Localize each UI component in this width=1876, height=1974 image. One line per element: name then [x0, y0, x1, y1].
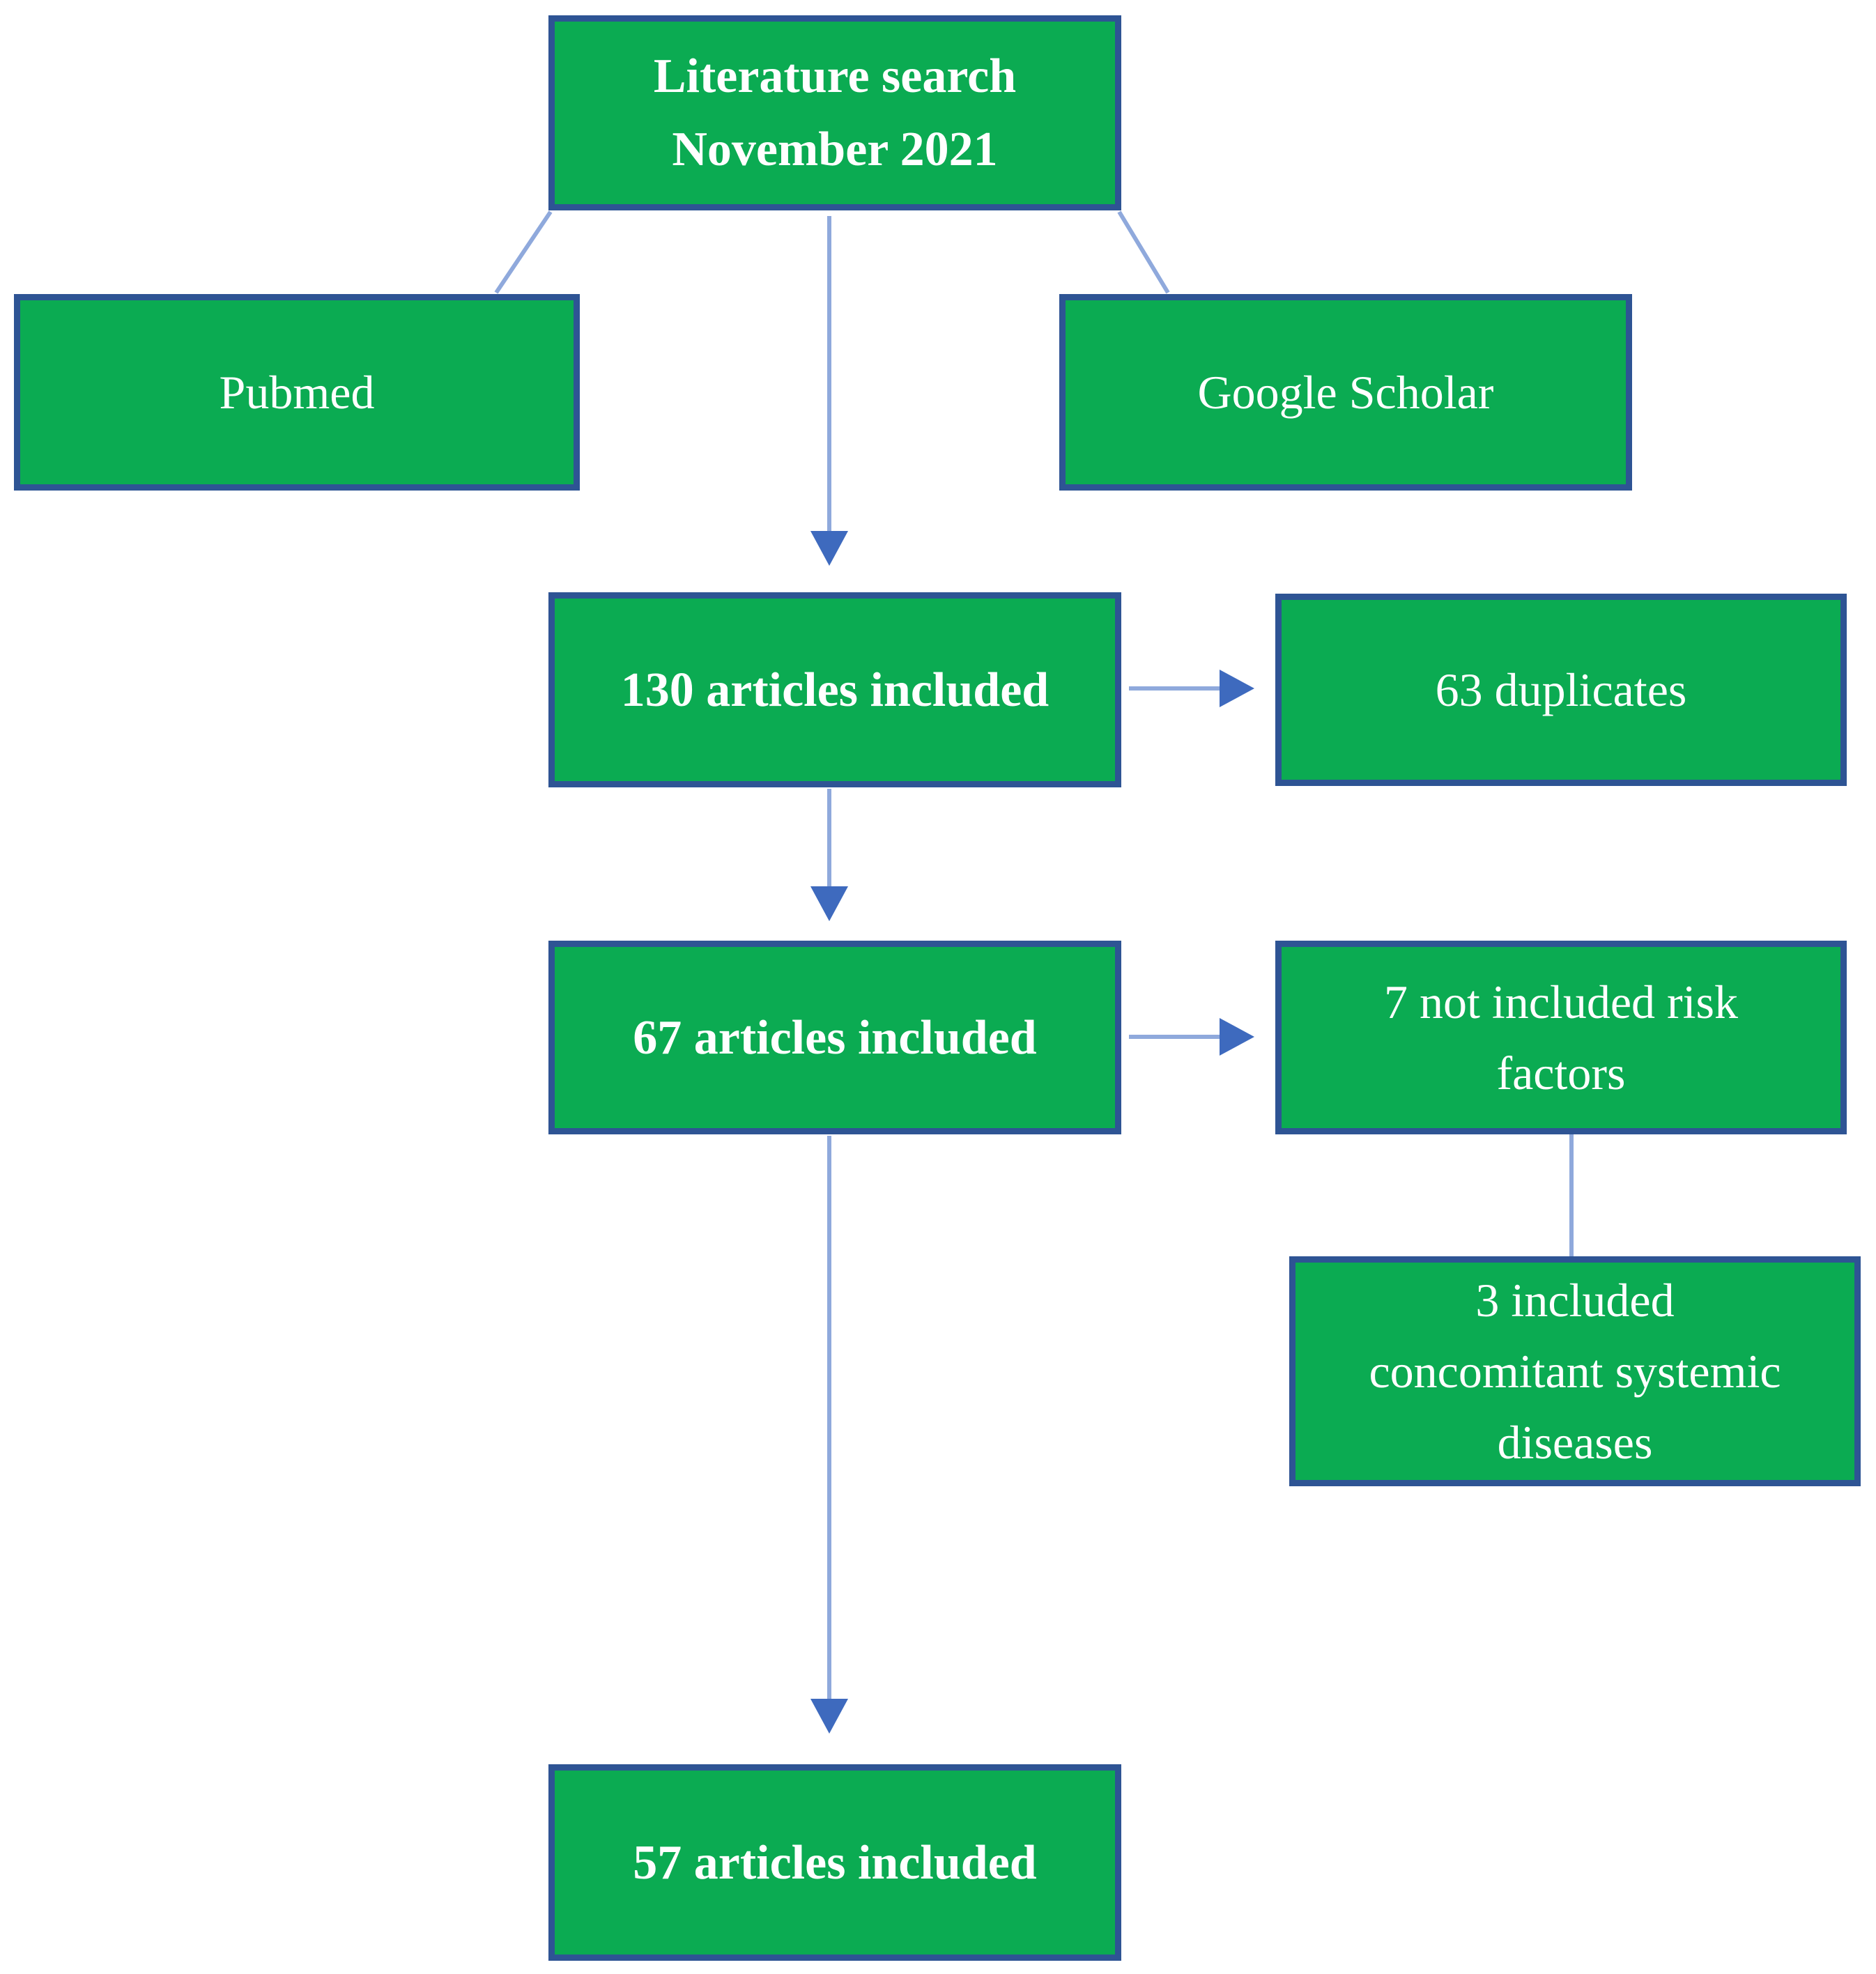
- edge-search-to-google-scholar: [1117, 210, 1170, 294]
- flow-node-3-included-concomitant-systemic-diseases: 3 included concomitant systemic diseases: [1289, 1256, 1861, 1486]
- flow-node-7-not-included-risk-factors: 7 not included risk factors: [1275, 941, 1847, 1134]
- arrowhead-down-icon: [810, 531, 848, 566]
- edge-search-to-pubmed: [494, 210, 553, 294]
- arrowhead-right-icon: [1220, 670, 1254, 707]
- flow-node-130-articles-included: 130 articles included: [548, 592, 1121, 787]
- flow-node-pubmed: Pubmed: [14, 294, 580, 491]
- flow-node-google-scholar: Google Scholar: [1059, 294, 1632, 491]
- flow-node-67-articles-included: 67 articles included: [548, 941, 1121, 1134]
- flow-node-63-duplicates: 63 duplicates: [1275, 594, 1847, 786]
- flow-node-57-articles-included: 57 articles included: [548, 1764, 1121, 1961]
- arrowhead-down-icon: [810, 886, 848, 921]
- flow-node-literature-search: Literature search November 2021: [548, 15, 1121, 210]
- arrowhead-right-icon: [1220, 1018, 1254, 1056]
- arrowhead-down-icon: [810, 1699, 848, 1734]
